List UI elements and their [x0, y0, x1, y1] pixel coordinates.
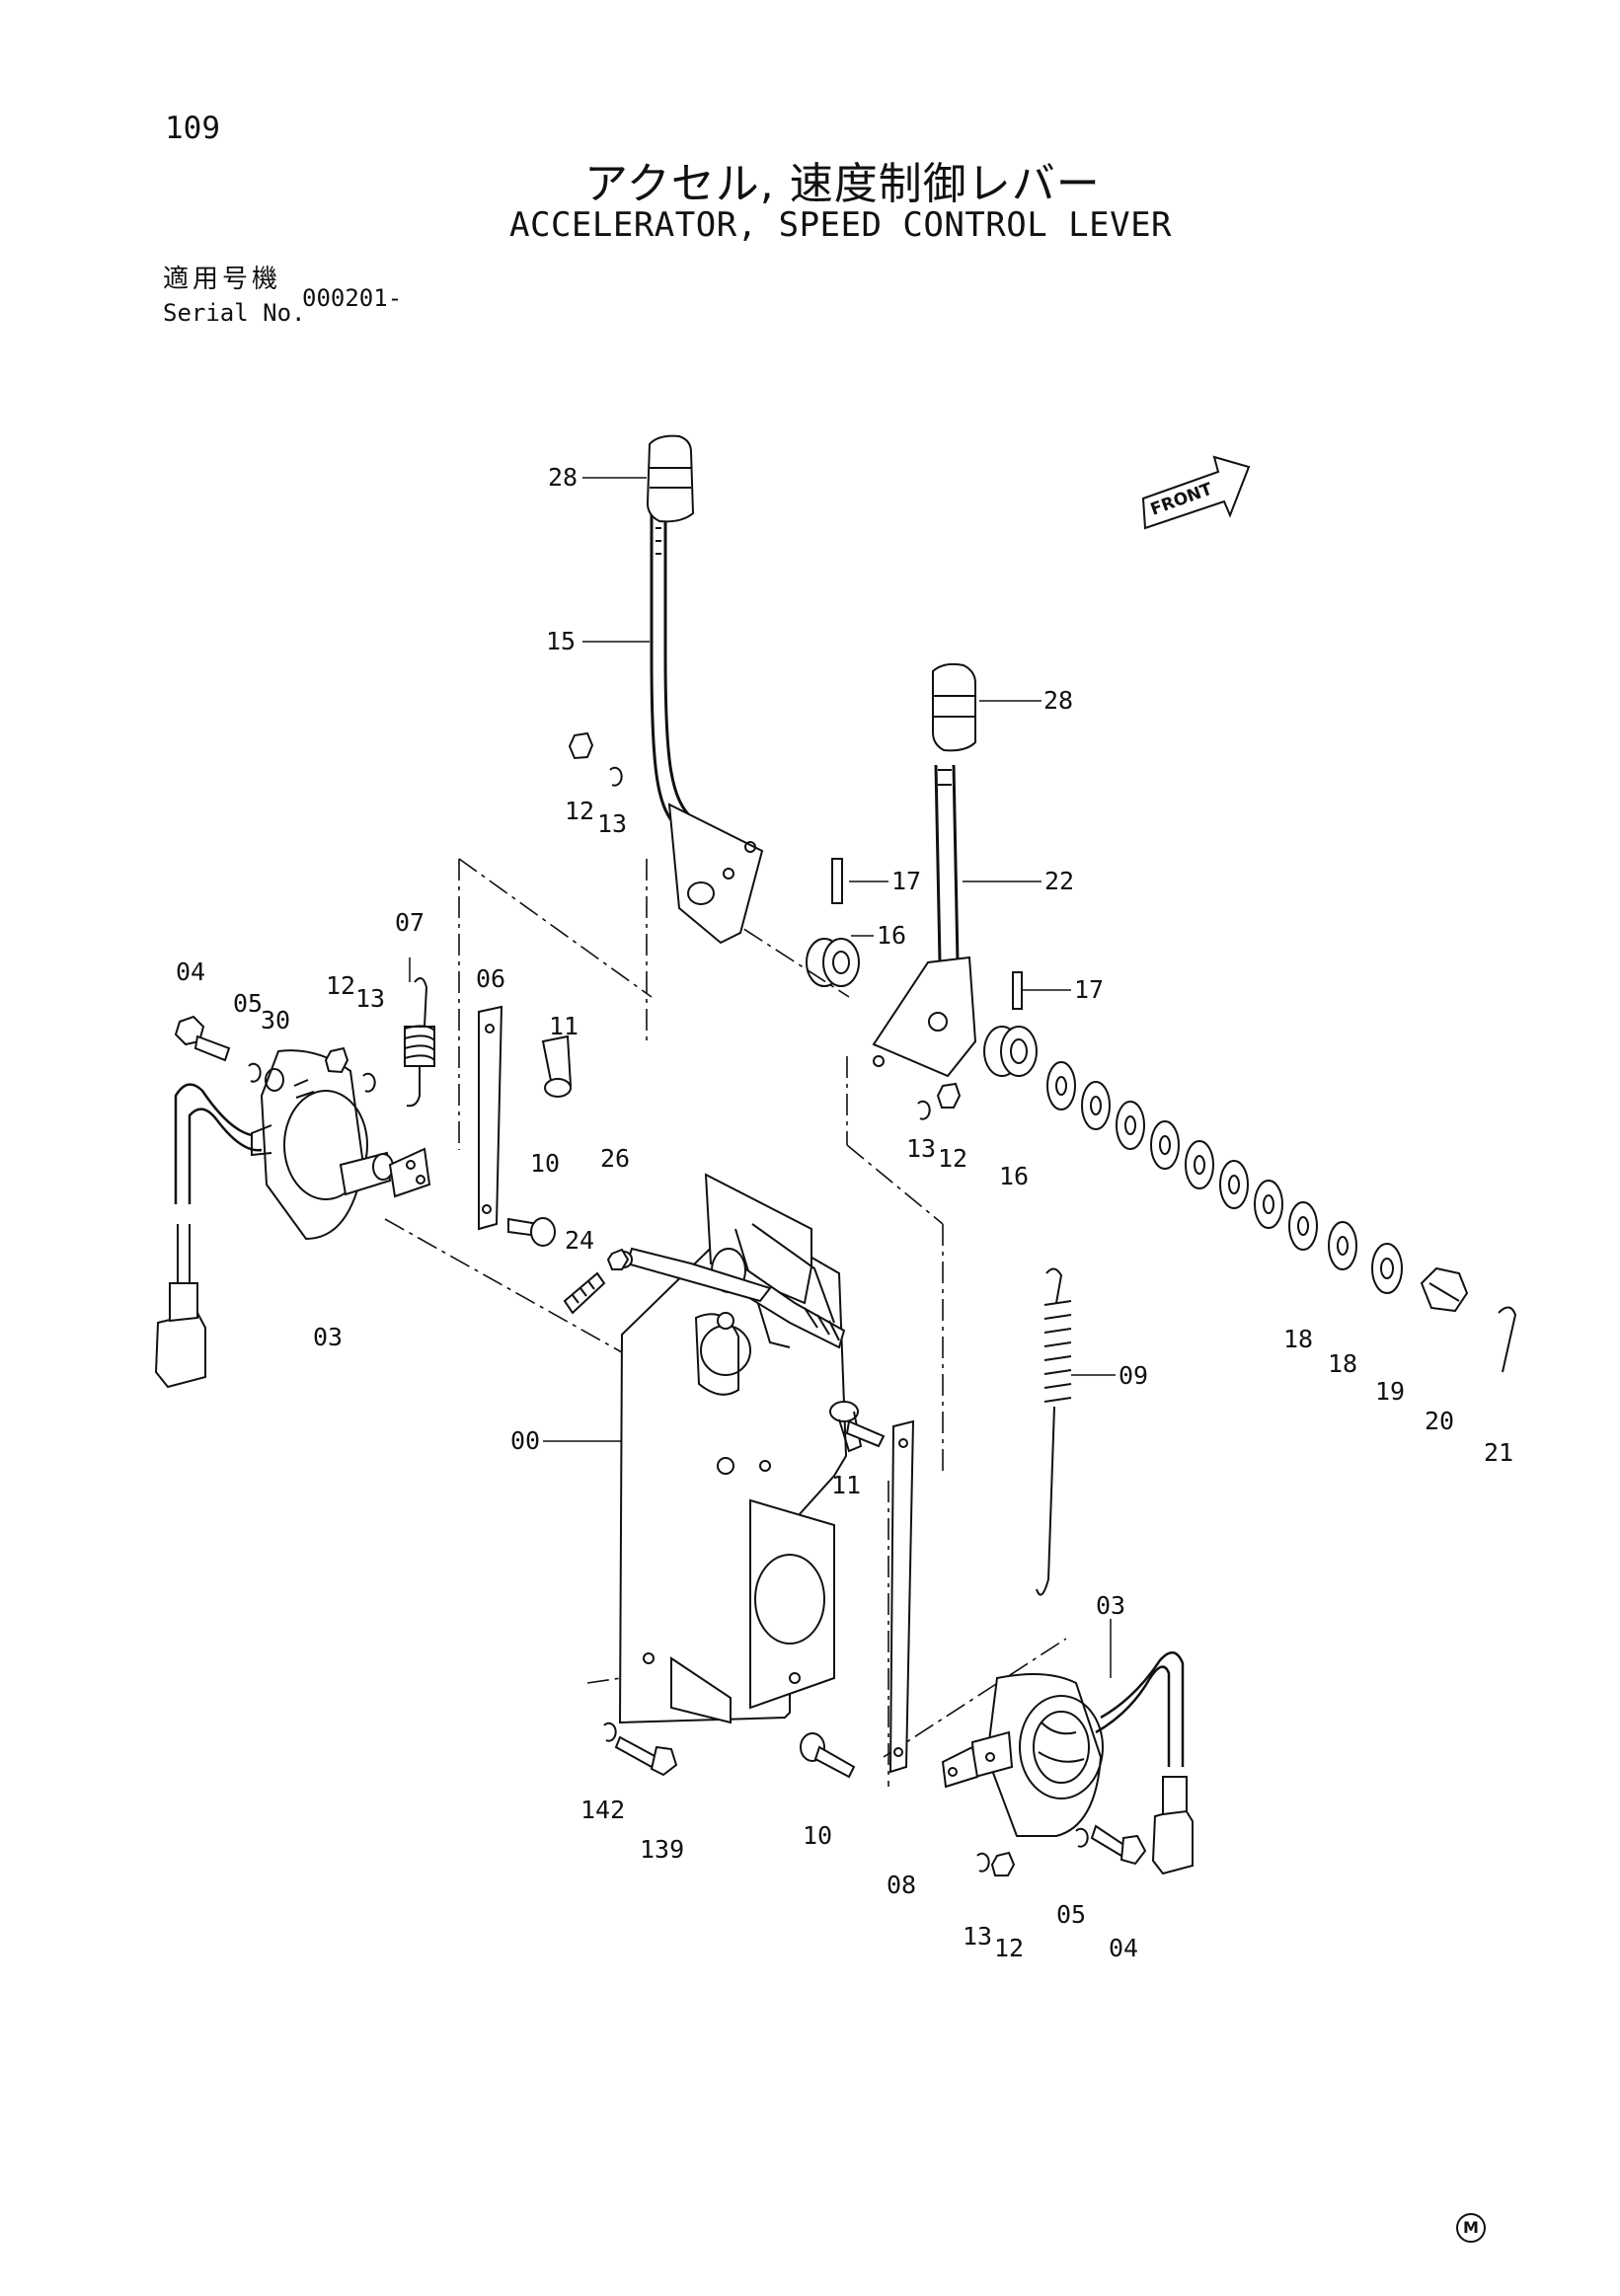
castle-nut-20 — [1420, 1266, 1469, 1313]
spring-09 — [1036, 1267, 1072, 1596]
bolt-24 — [563, 1271, 606, 1315]
callout-00: 00 — [510, 1426, 540, 1455]
collar-16-upper — [806, 938, 860, 987]
leader-lines — [409, 477, 1116, 1678]
callout-11-a: 11 — [549, 1012, 579, 1040]
callout-04-a: 04 — [176, 957, 205, 986]
callout-04-b: 04 — [1109, 1934, 1138, 1962]
bolt-10-upper — [507, 1217, 556, 1247]
title-english: ACCELERATOR, SPEED CONTROL LEVER — [509, 205, 1173, 245]
callout-13-c: 13 — [906, 1134, 936, 1163]
assembly-guide-lines — [384, 858, 1067, 1787]
serial-label-japanese: 適用号機 — [163, 265, 282, 294]
washer-stack — [1046, 1061, 1403, 1294]
nut-12-c — [936, 1082, 962, 1109]
bolt-11-upper — [541, 1034, 573, 1098]
part-callouts: 28 15 12 13 28 17 22 16 17 07 04 05 30 1… — [176, 463, 1513, 1962]
callout-07: 07 — [395, 908, 424, 937]
serial-number-value: 000201- — [302, 284, 403, 312]
snap-ring-13-a — [609, 766, 623, 787]
callout-05-b: 05 — [1056, 1900, 1086, 1929]
callout-10-a: 10 — [530, 1149, 560, 1178]
callout-12-d: 12 — [994, 1934, 1024, 1962]
title-japanese: アクセル, 速度制御レバー — [584, 159, 1101, 209]
spring-pin-17-upper — [831, 858, 843, 904]
spring-07 — [404, 977, 435, 1108]
spring-pin-17-lower — [1012, 971, 1023, 1010]
serial-label-english: Serial No. — [163, 299, 306, 327]
callout-28-b: 28 — [1043, 686, 1073, 715]
callout-12-a: 12 — [565, 797, 594, 825]
callout-12-c: 12 — [938, 1144, 967, 1173]
callout-05-a: 05 — [233, 989, 263, 1018]
callout-03-b: 03 — [1096, 1591, 1125, 1620]
accelerator-lever — [646, 434, 764, 945]
callout-24: 24 — [565, 1226, 594, 1255]
speed-control-lever — [872, 662, 977, 1078]
bolt-10-lower — [800, 1732, 856, 1779]
rod-06 — [478, 1005, 503, 1231]
callout-16-a: 16 — [877, 921, 906, 950]
sensor-lower-right — [941, 1651, 1194, 1875]
callout-12-b: 12 — [326, 971, 355, 1000]
bolt-04-upper — [174, 1015, 231, 1062]
collar-16-lower — [983, 1026, 1038, 1077]
bolt-11-lower — [829, 1401, 886, 1453]
callout-22: 22 — [1044, 867, 1074, 895]
callout-17-b: 17 — [1074, 975, 1104, 1004]
callout-18-b: 18 — [1328, 1349, 1357, 1378]
callout-11-b: 11 — [831, 1471, 861, 1499]
rod-08 — [888, 1419, 915, 1774]
snap-ring-142 — [603, 1722, 617, 1742]
callout-21: 21 — [1484, 1438, 1513, 1467]
cotter-pin-21 — [1498, 1306, 1517, 1373]
sensor-upper-left — [154, 1049, 431, 1389]
callout-10-b: 10 — [803, 1821, 832, 1850]
callout-16-b: 16 — [999, 1162, 1029, 1190]
nut-12-b — [324, 1046, 349, 1074]
nut-12-d — [990, 1851, 1016, 1876]
washer-30 — [265, 1068, 284, 1092]
callout-13-a: 13 — [597, 809, 627, 838]
callout-13-d: 13 — [963, 1922, 992, 1951]
bracket-plate — [618, 1173, 848, 1724]
callout-30: 30 — [261, 1006, 290, 1034]
bolt-139 — [614, 1735, 678, 1777]
callout-17-a: 17 — [891, 867, 921, 895]
washer-05-upper — [248, 1062, 262, 1083]
callout-06: 06 — [476, 964, 505, 993]
snap-ring-13-c — [917, 1100, 931, 1120]
callout-18-a: 18 — [1283, 1325, 1313, 1353]
callout-19: 19 — [1375, 1377, 1405, 1406]
callout-26: 26 — [600, 1144, 630, 1173]
nut-26 — [606, 1248, 630, 1270]
callout-139: 139 — [640, 1835, 684, 1864]
callout-08: 08 — [887, 1871, 916, 1899]
front-arrow-icon — [1141, 455, 1251, 530]
nut-12-a — [568, 731, 594, 760]
page-number: 109 — [165, 111, 220, 146]
callout-03-a: 03 — [313, 1323, 343, 1351]
callout-09: 09 — [1119, 1361, 1148, 1390]
washer-05-lower — [1075, 1827, 1089, 1848]
callout-28-a: 28 — [548, 463, 578, 492]
snap-ring-13-d — [976, 1852, 990, 1873]
callout-13-b: 13 — [355, 984, 385, 1013]
bolt-04-lower — [1090, 1824, 1147, 1866]
callout-15: 15 — [546, 627, 576, 655]
snap-ring-13-b — [362, 1072, 376, 1093]
corner-mark: M — [1456, 2213, 1486, 2243]
callout-20: 20 — [1425, 1407, 1454, 1435]
callout-142: 142 — [580, 1796, 625, 1824]
